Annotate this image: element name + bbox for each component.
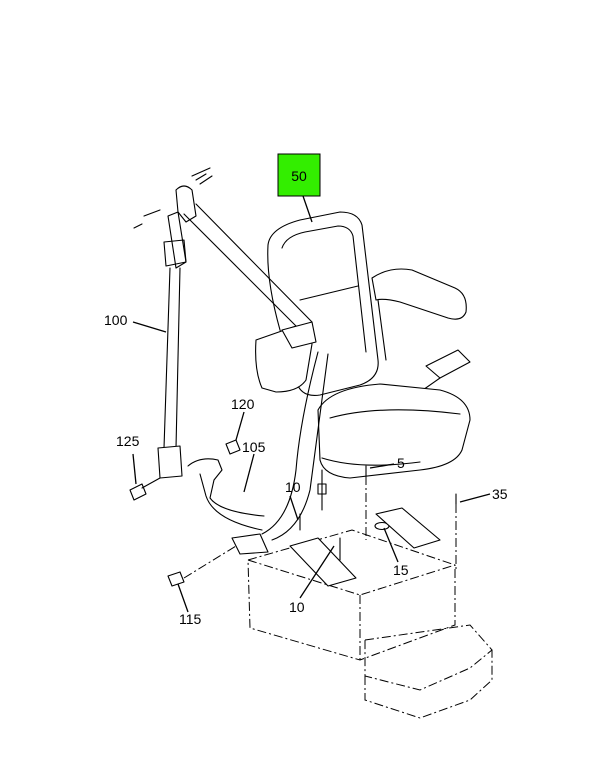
callout-120[interactable]: 120	[231, 396, 255, 412]
callout-10-upper[interactable]: 10	[285, 479, 301, 495]
callout-50-label: 50	[291, 168, 307, 184]
callout-125[interactable]: 125	[116, 433, 140, 449]
lap-belt	[187, 351, 329, 555]
callout-35[interactable]: 35	[492, 486, 508, 502]
retractor-assembly	[133, 167, 317, 479]
callout-50-highlight[interactable]	[277, 153, 321, 197]
seat-riser-box	[247, 529, 493, 719]
seat-assembly	[255, 211, 471, 479]
callout-10-lower[interactable]: 10	[289, 599, 305, 615]
callout-100[interactable]: 100	[104, 312, 128, 328]
callout-105[interactable]: 105	[242, 439, 266, 455]
callout-5[interactable]: 5	[397, 455, 405, 471]
leader-lines	[132, 195, 491, 613]
callout-115[interactable]: 115	[179, 611, 202, 627]
callout-15[interactable]: 15	[393, 562, 409, 578]
